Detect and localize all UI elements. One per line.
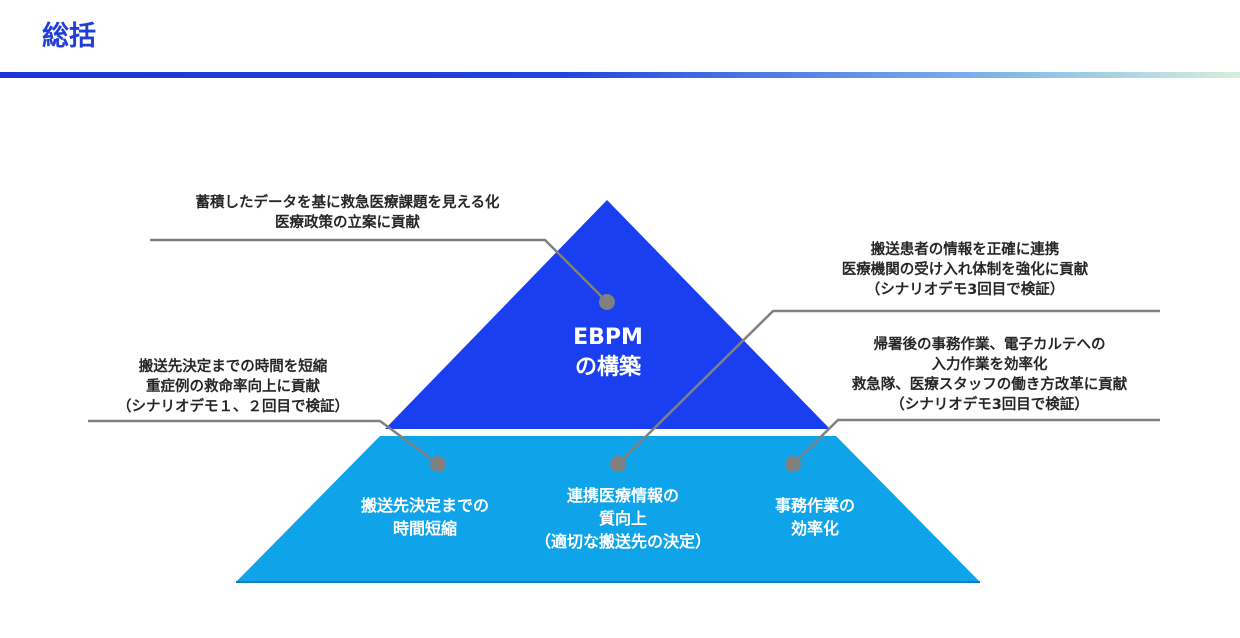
callout-line: 搬送先決定までの時間を短縮 <box>138 359 328 375</box>
apex-label: EBPM の構築 <box>538 323 678 383</box>
callout-line: 蓄積したデータを基に救急医療課題を見える化 <box>195 195 500 211</box>
callout-line: （シナリオデモ3回目で検証） <box>890 397 1089 413</box>
base-label-line: （適切な搬送先の決定） <box>534 532 711 551</box>
apex-label-line: の構築 <box>574 355 641 380</box>
pyramid-apex-shape <box>385 200 830 429</box>
callout-line: （シナリオデモ3回目で検証） <box>865 282 1065 298</box>
connector-mid-right <box>792 418 1160 465</box>
connector-top-right <box>617 309 1160 465</box>
base-label-line: 搬送先決定までの <box>360 496 489 515</box>
connector-dot-base-right <box>785 456 801 472</box>
callout-mid-left: 搬送先決定までの時間を短縮 重症例の救命率向上に貢献 （シナリオデモ１、２回目で… <box>88 357 378 417</box>
callout-line: （シナリオデモ１、２回目で検証） <box>117 399 349 415</box>
callout-mid-right: 帰署後の事務作業、電子カルテへの 入力作業を効率化 救急隊、医療スタッフの働き方… <box>812 335 1167 415</box>
callout-line: 帰署後の事務作業、電子カルテへの <box>873 337 1106 353</box>
callout-top-left: 蓄積したデータを基に救急医療課題を見える化 医療政策の立案に貢献 <box>150 193 545 233</box>
base-label-right: 事務作業の 効率化 <box>735 494 895 540</box>
base-label-line: 連携医療情報の <box>566 486 679 505</box>
page-title: 総括 <box>42 21 96 52</box>
connector-top-left <box>150 238 608 303</box>
callout-top-right: 搬送患者の情報を正確に連携 医療機関の受け入れ体制を強化に貢献 （シナリオデモ3… <box>770 240 1160 300</box>
connector-dot-apex <box>599 294 615 310</box>
pyramid-base-shape <box>236 436 980 582</box>
callout-line: 救急隊、医療スタッフの働き方改革に貢献 <box>851 377 1128 393</box>
base-label-line: 効率化 <box>790 519 839 538</box>
connector-mid-left <box>88 419 439 466</box>
title-underline <box>0 72 1240 78</box>
base-label-left: 搬送先決定までの 時間短縮 <box>330 494 520 540</box>
callout-line: 重症例の救命率向上に貢献 <box>146 379 320 395</box>
callout-line: 医療政策の立案に貢献 <box>275 215 420 231</box>
base-label-center: 連携医療情報の 質向上 （適切な搬送先の決定） <box>508 484 738 553</box>
callout-line: 医療機関の受け入れ体制を強化に貢献 <box>841 262 1089 278</box>
base-label-line: 事務作業の <box>774 496 855 515</box>
connector-dot-base-center <box>610 456 626 472</box>
apex-label-line: EBPM <box>573 325 643 350</box>
callout-line: 搬送患者の情報を正確に連携 <box>870 242 1060 258</box>
connector-dot-base-left <box>430 456 446 472</box>
callout-line: 入力作業を効率化 <box>931 357 1048 373</box>
base-label-line: 時間短縮 <box>392 519 457 538</box>
base-label-line: 質向上 <box>598 509 647 528</box>
